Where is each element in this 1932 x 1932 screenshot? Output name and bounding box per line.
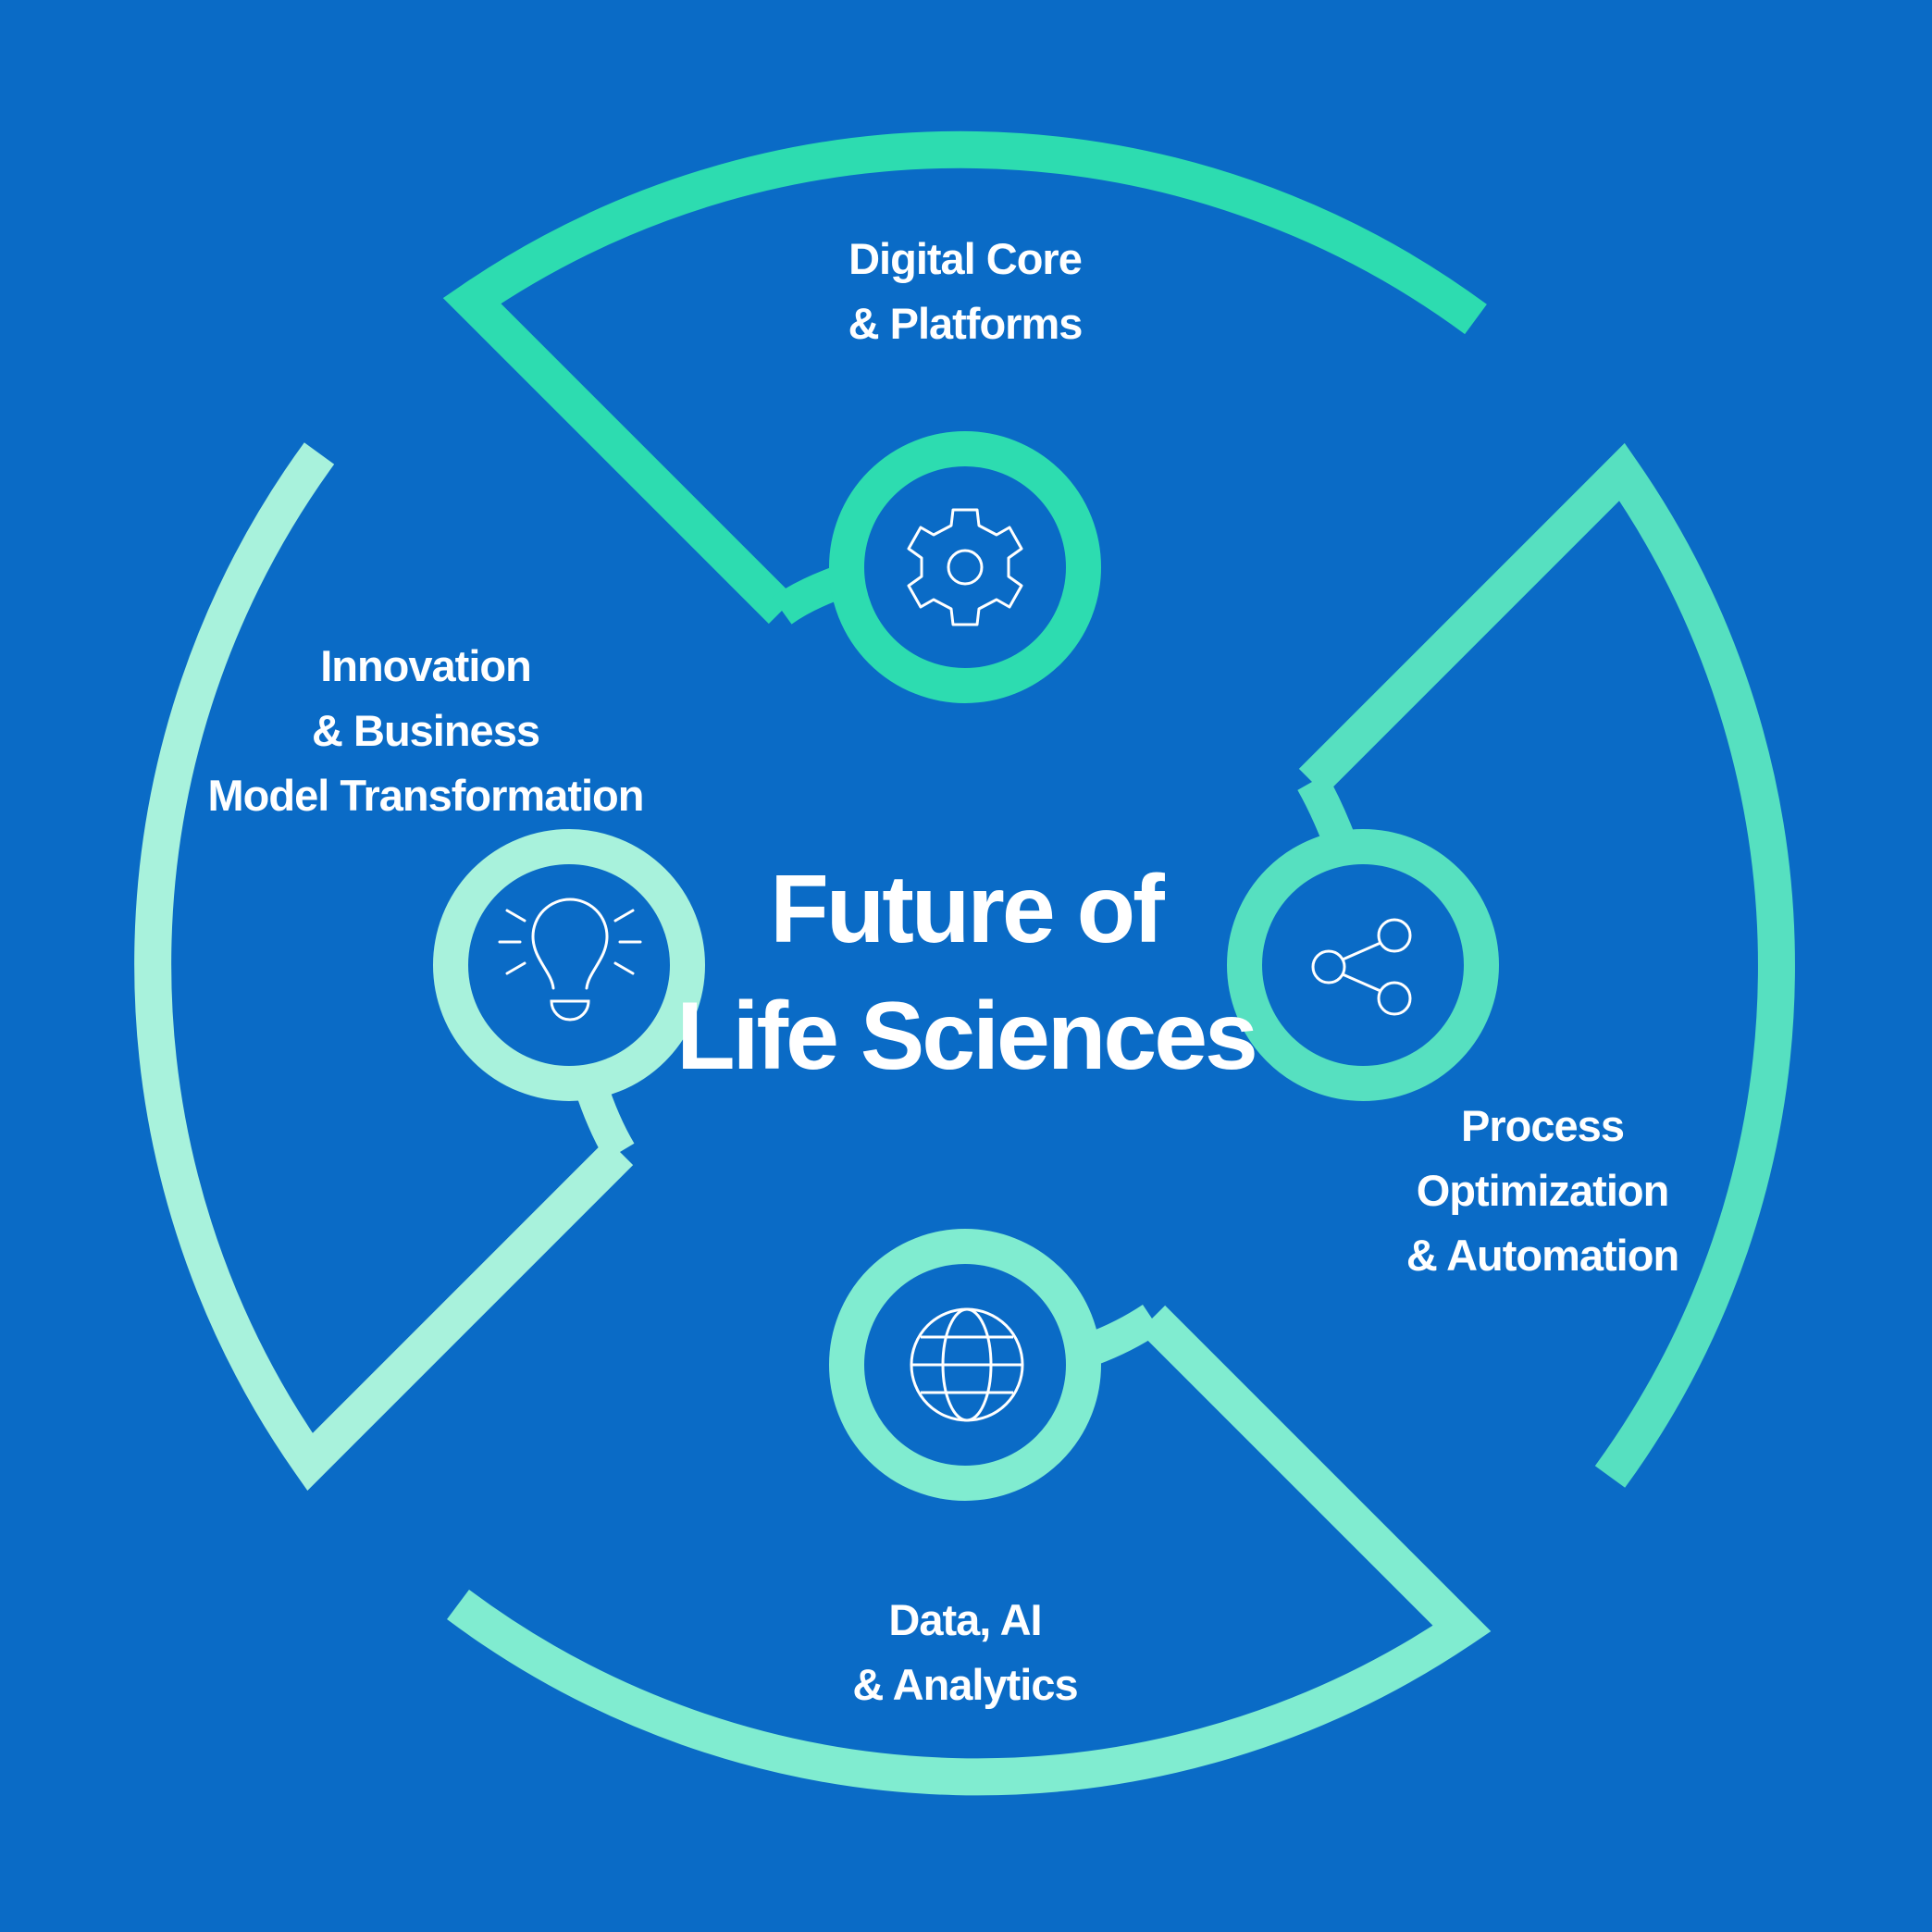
label-process-optimization: Process Optimization & Automation [1357, 1094, 1728, 1288]
label-digital-core: Digital Core & Platforms [780, 227, 1150, 356]
node-ring-innovation [433, 829, 705, 1101]
label-line: & Business [312, 706, 540, 755]
label-line: & Platforms [848, 299, 1084, 348]
node-ring-digital-core [829, 431, 1101, 703]
share-icon [1311, 918, 1412, 1016]
label-line: & Analytics [852, 1660, 1078, 1709]
ring-arc-digital-core [442, 130, 1487, 625]
globe-icon [910, 1307, 1024, 1422]
center-title: Future of Life Sciences [596, 847, 1336, 1100]
label-innovation: Innovation & Business Model Transformati… [194, 634, 657, 828]
ring-arc-innovation [134, 442, 634, 1491]
label-line: Model Transformation [207, 771, 645, 820]
ring-arc-process-optimization [1298, 442, 1795, 1488]
segment-data-ai [447, 1229, 1492, 1796]
segment-digital-core [442, 130, 1487, 703]
node-ring-process-optimization [1227, 829, 1499, 1101]
segment-innovation [134, 442, 705, 1491]
center-title-line-2: Life Sciences [676, 983, 1258, 1090]
label-line: Process [1461, 1101, 1625, 1150]
label-line: Optimization [1416, 1166, 1670, 1215]
node-ring-data-ai [829, 1229, 1101, 1501]
center-title-line-1: Future of [770, 856, 1165, 963]
connector-data-ai [1085, 1304, 1161, 1365]
label-line: & Automation [1406, 1231, 1679, 1280]
gear-icon [907, 508, 1023, 626]
ring-arc-data-ai [447, 1305, 1492, 1796]
label-line: Data, AI [888, 1595, 1042, 1644]
label-line: Innovation [320, 641, 532, 690]
segment-process-optimization [1227, 442, 1795, 1488]
label-line: Digital Core [848, 234, 1083, 283]
lightbulb-icon [498, 898, 642, 1022]
label-data-ai: Data, AI & Analytics [780, 1588, 1150, 1717]
